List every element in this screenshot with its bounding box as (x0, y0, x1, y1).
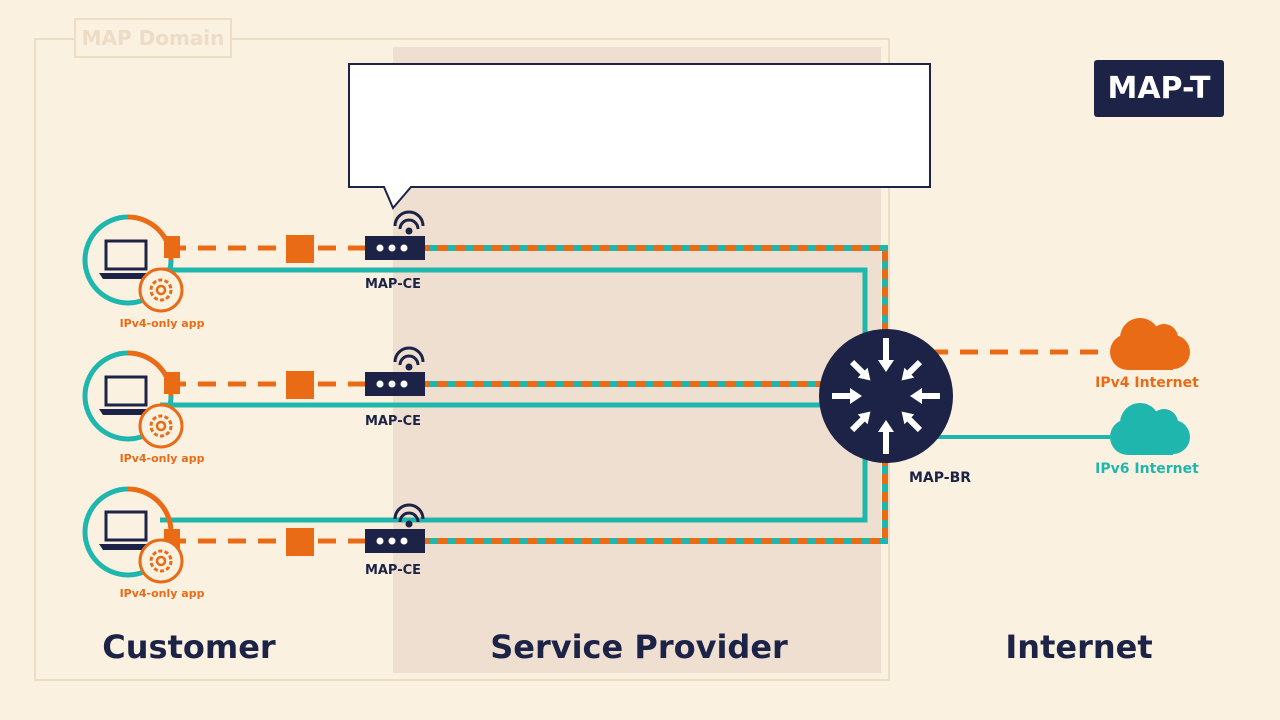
customer-row-1 (82, 210, 888, 340)
laptop-icon (99, 239, 153, 279)
map-ce-label: MAP-CE (364, 563, 422, 578)
laptop-icon (99, 510, 153, 550)
packet-icon (286, 371, 314, 399)
wifi-icon (393, 346, 425, 371)
map-ce-label: MAP-CE (364, 277, 422, 292)
ipv6-internet-label: IPv6 Internet (1095, 461, 1199, 477)
internet-zone-label: Internet (1005, 628, 1153, 666)
packet-icon (286, 528, 314, 556)
translated-link-dash (420, 455, 888, 544)
app-label: IPv4-only app (119, 452, 205, 465)
packet-icon (286, 235, 314, 263)
mode-badge: MAP-T (1094, 60, 1224, 117)
router-icon (365, 529, 425, 553)
router-icon (365, 236, 425, 260)
customer-row-3 (82, 455, 888, 584)
map-ce-label: MAP-CE (364, 414, 422, 429)
map-domain-label: MAP Domain (74, 18, 232, 58)
laptop-icon (99, 375, 153, 415)
ipv6-link (160, 267, 868, 340)
app-label: IPv4-only app (119, 317, 205, 330)
border-relay-icon (819, 329, 953, 463)
ipv4-port (164, 236, 180, 258)
ipv6-link (160, 455, 868, 523)
ipv6-cloud-icon (1110, 403, 1190, 455)
router-icon (365, 372, 425, 396)
gear-icon (138, 538, 184, 584)
customer-row-2 (82, 346, 830, 449)
ipv4-internet-label: IPv4 Internet (1095, 375, 1199, 391)
wifi-icon (393, 503, 425, 528)
customer-zone-label: Customer (102, 628, 276, 666)
app-label: IPv4-only app (119, 587, 205, 600)
provider-zone-label: Service Provider (490, 628, 788, 666)
ipv4-cloud-icon (1110, 318, 1190, 370)
callout-box (348, 63, 931, 210)
ipv4-port (164, 372, 180, 394)
translated-link-dash (420, 245, 888, 340)
wifi-icon (393, 210, 425, 235)
gear-icon (138, 267, 184, 313)
ipv4-ring (127, 486, 174, 533)
map-br-label: MAP-BR (908, 470, 972, 486)
gear-icon (138, 403, 184, 449)
